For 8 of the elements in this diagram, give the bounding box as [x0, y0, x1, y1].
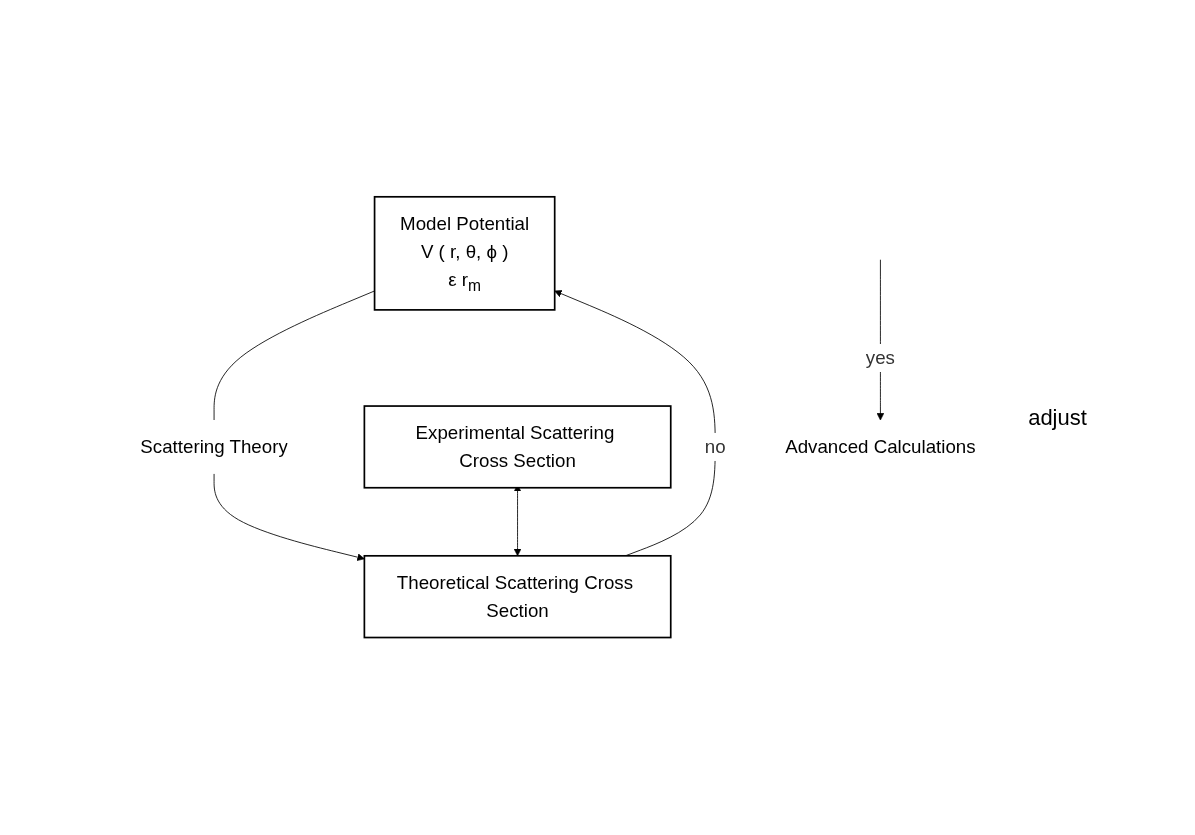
node-box: Theoretical Scattering Cross Section [363, 555, 672, 639]
edge-label: yes [865, 347, 896, 369]
node-box: Model Potential V ( r, θ, ϕ ) ε r$_{m}$ [373, 196, 556, 312]
node-text: Advanced Calculations [785, 436, 976, 458]
note-text: adjust [1028, 404, 1087, 431]
edge-label: no [704, 436, 726, 458]
node-text: Scattering Theory [140, 436, 288, 458]
node-box: Experimental Scattering Cross Section [363, 405, 672, 489]
